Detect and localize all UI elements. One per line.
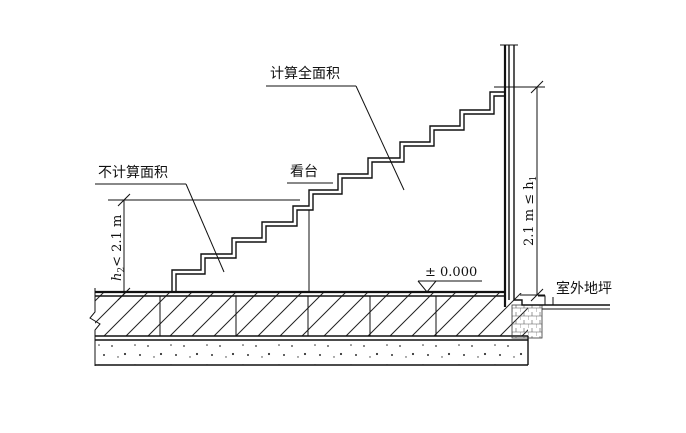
h1-label: 2.1 m ≤ h [522, 181, 537, 246]
label-full-area: 计算全面积 [266, 65, 405, 191]
label-outdoor-ground: 室外地坪 [552, 280, 612, 305]
stand-text: 看台 [290, 164, 318, 180]
h1-subscript: 1 [529, 176, 539, 182]
svg-text:2.1 m ≤ h1: 2.1 m ≤ h1 [522, 176, 539, 246]
h2-subscript: 2 [117, 267, 127, 273]
full-area-text: 计算全面积 [270, 65, 340, 82]
no-area-text: 不计算面积 [98, 165, 168, 181]
floor-slab [95, 290, 528, 337]
label-stand: 看台 [287, 164, 333, 184]
h2-condition: < 2.1 m [110, 215, 125, 267]
dimension-h1: 2.1 m ≤ h1 [494, 80, 545, 302]
svg-text:h2< 2.1 m: h2< 2.1 m [110, 215, 127, 281]
dimension-h2: h2< 2.1 m [108, 193, 300, 301]
break-mark [89, 288, 101, 366]
concrete-base [95, 336, 529, 366]
label-no-area: 不计算面积 [95, 165, 225, 273]
stand-steps [171, 91, 505, 292]
elevation-mark: ± 0.000 [417, 265, 482, 293]
elevation-text: ± 0.000 [425, 265, 477, 280]
outdoor-ground-line [538, 295, 610, 310]
h2-label: h [110, 273, 125, 281]
outdoor-ground-text: 室外地坪 [556, 280, 612, 297]
